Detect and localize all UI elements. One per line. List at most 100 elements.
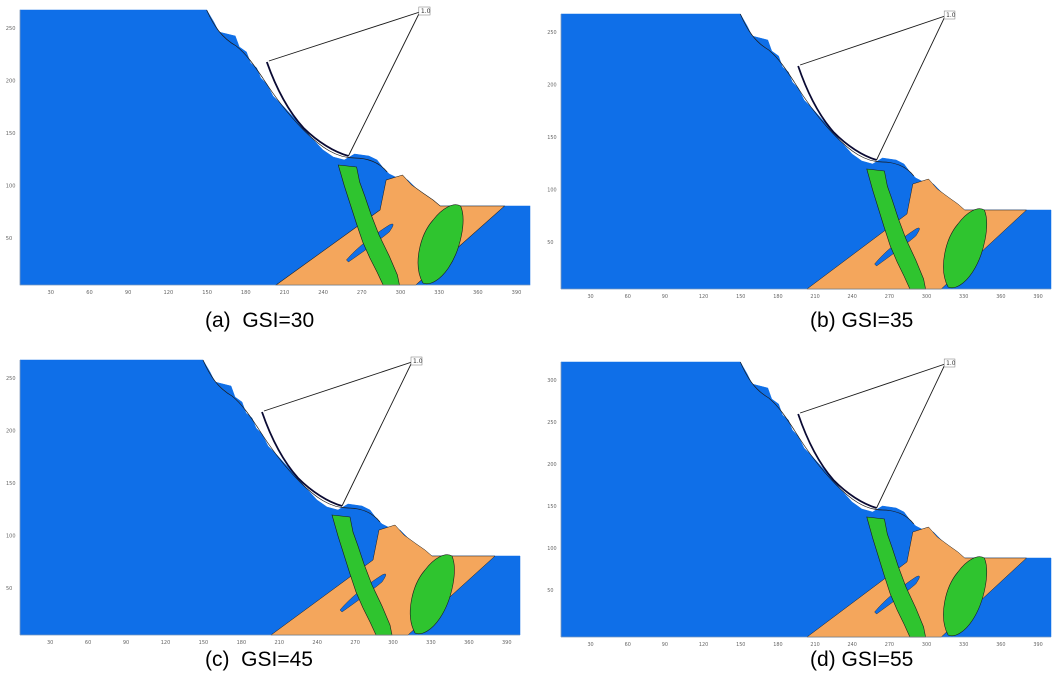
x-tick-label: 60 — [86, 290, 93, 296]
x-tick-label: 390 — [502, 640, 512, 646]
x-tick-label: 300 — [388, 640, 398, 646]
y-tick-label: 300 — [547, 378, 556, 384]
y-tick-label: 250 — [6, 376, 16, 382]
y-tick-label: 250 — [6, 26, 16, 32]
factor-of-safety-box — [943, 10, 956, 20]
x-tick-label: 180 — [773, 642, 782, 648]
x-tick-label: 150 — [736, 642, 745, 648]
x-tick-label: 300 — [922, 294, 931, 300]
factor-of-safety-label: 1.0 — [421, 8, 431, 15]
critical-slip-surface — [797, 413, 877, 509]
x-tick-label: 390 — [512, 290, 522, 296]
x-tick-label: 30 — [48, 290, 55, 296]
caption-a: (a) GSI=30 — [205, 309, 315, 332]
x-tick-label: 240 — [318, 290, 328, 296]
y-tick-label: 100 — [6, 534, 16, 540]
x-tick-label: 270 — [357, 290, 367, 296]
panel-b: 1.0 250 200 150 100 50 30 60 90 120 150 180 210 240 27… — [538, 0, 1052, 340]
critical-slip-surface — [261, 411, 343, 507]
y-tick-label: 200 — [547, 82, 556, 88]
x-tick-label: 240 — [848, 642, 857, 648]
x-tick-label: 240 — [848, 294, 857, 300]
x-tick-label: 60 — [85, 640, 91, 646]
x-tick-label: 390 — [1033, 294, 1042, 300]
x-tick-label: 120 — [161, 640, 171, 646]
y-tick-label: 150 — [547, 135, 556, 141]
x-tick-label: 120 — [699, 294, 708, 300]
y-tick-label: 150 — [547, 504, 556, 510]
x-tick-label: 60 — [625, 294, 631, 300]
x-tick-label: 210 — [810, 294, 819, 300]
fault-lens — [943, 208, 987, 289]
x-tick-label: 330 — [959, 642, 968, 648]
x-tick-label: 60 — [625, 642, 631, 648]
factor-of-safety-label: 1.0 — [946, 12, 956, 19]
x-tick-label: 270 — [885, 294, 894, 300]
x-tick-label: 120 — [164, 290, 174, 296]
y-tick-label: 200 — [547, 462, 556, 468]
x-tick-label: 90 — [662, 642, 668, 648]
fault-lens — [409, 554, 455, 635]
y-tick-label: 250 — [547, 30, 556, 36]
slope-surface-line — [740, 13, 915, 177]
caption-c: (c) GSI=45 — [205, 648, 313, 671]
x-tick-label: 180 — [237, 640, 247, 646]
x-tick-label: 210 — [810, 642, 819, 648]
fault-lens — [417, 204, 464, 285]
y-tick-label: 100 — [547, 187, 556, 193]
y-tick-label: 50 — [6, 586, 12, 592]
y-tick-label: 50 — [547, 240, 553, 246]
x-tick-label: 30 — [587, 294, 593, 300]
caption-d: (d) GSI=55 — [810, 648, 914, 671]
fault-lens — [943, 556, 987, 637]
caption-b: (b) GSI=35 — [810, 309, 914, 332]
x-tick-label: 150 — [202, 290, 212, 296]
x-tick-label: 360 — [996, 294, 1005, 300]
x-tick-label: 390 — [1033, 642, 1042, 648]
x-tick-label: 180 — [773, 294, 782, 300]
y-tick-label: 100 — [547, 546, 556, 552]
slope-surface-line — [206, 9, 388, 173]
factor-of-safety-label: 1.0 — [946, 360, 956, 367]
x-tick-label: 150 — [736, 294, 745, 300]
x-tick-label: 210 — [275, 640, 285, 646]
factor-of-safety-box — [943, 358, 956, 368]
y-tick-label: 150 — [6, 481, 16, 487]
x-tick-label: 240 — [312, 640, 322, 646]
y-tick-label: 150 — [6, 131, 16, 137]
x-tick-label: 360 — [464, 640, 474, 646]
x-tick-label: 360 — [473, 290, 483, 296]
y-tick-label: 50 — [6, 236, 13, 242]
factor-of-safety-box — [410, 356, 423, 366]
x-tick-label: 270 — [885, 642, 894, 648]
x-tick-label: 90 — [662, 294, 668, 300]
y-tick-label: 200 — [6, 429, 16, 435]
y-tick-label: 250 — [547, 420, 556, 426]
x-tick-label: 330 — [959, 294, 968, 300]
x-tick-label: 360 — [996, 642, 1005, 648]
x-tick-label: 30 — [47, 640, 53, 646]
x-tick-label: 330 — [426, 640, 436, 646]
x-tick-label: 270 — [350, 640, 360, 646]
critical-slip-surface — [797, 65, 877, 161]
x-tick-label: 180 — [241, 290, 251, 296]
x-tick-label: 300 — [922, 642, 931, 648]
x-tick-label: 300 — [396, 290, 406, 296]
x-tick-label: 150 — [199, 640, 209, 646]
x-tick-label: 30 — [587, 642, 593, 648]
critical-slip-surface — [265, 61, 349, 157]
slope-model-b: 1.0 250 200 150 100 50 30 60 90 120 150 180 210 240 27… — [547, 10, 1052, 300]
x-tick-label: 330 — [434, 290, 444, 296]
y-tick-label: 200 — [6, 79, 16, 85]
x-tick-label: 90 — [125, 290, 132, 296]
y-tick-label: 50 — [547, 588, 553, 594]
x-tick-label: 90 — [123, 640, 129, 646]
